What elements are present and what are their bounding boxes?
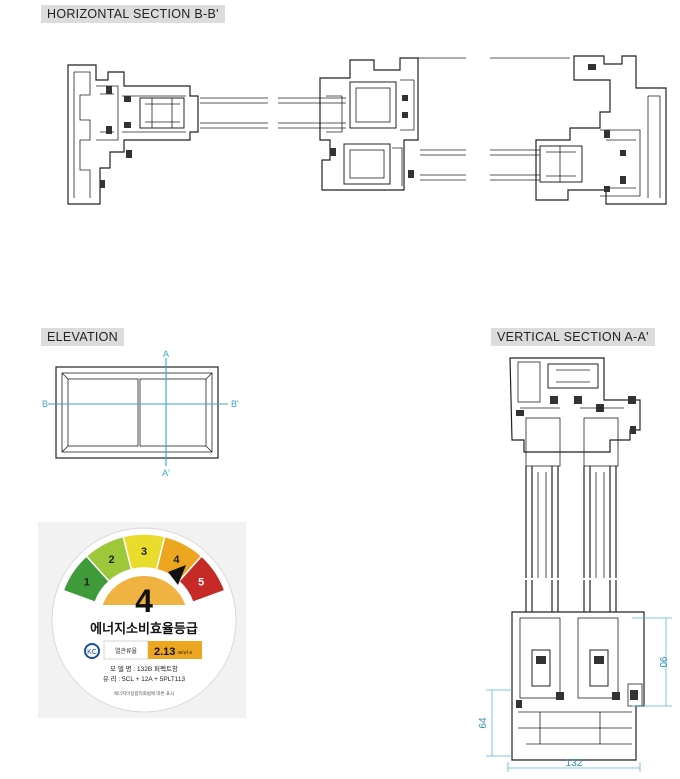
grade-segment-label-5: 5 <box>198 576 204 588</box>
vertical-section-bottom-profile <box>511 580 645 761</box>
metric-unit: W/㎡·K <box>178 649 193 655</box>
elevation-window <box>55 366 219 459</box>
section-mark-a-bottom: A' <box>162 468 170 478</box>
elevation-label: ELEVATION <box>41 328 125 346</box>
energy-label-title: 에너지소비효율등급 <box>90 621 198 636</box>
metric-value-box <box>148 641 202 659</box>
metric-value: 2.13 <box>154 646 175 658</box>
elevation-section-lines <box>48 358 228 466</box>
grade-segment-label-2: 2 <box>109 554 115 566</box>
kc-cert-text: KC <box>87 649 97 656</box>
grade-pointer-icon <box>168 565 186 585</box>
energy-grade-number: 4 <box>135 583 153 619</box>
grade-segment-5 <box>177 555 226 604</box>
vertical-section-dimensions <box>486 617 672 772</box>
model-line: 모 델 명 : 132B 퍼펙트창 <box>110 664 178 673</box>
horizontal-section-label: HORIZONTAL SECTION B-B' <box>41 5 225 23</box>
kc-cert-mark <box>84 643 100 659</box>
dimension-height-lower: 64 <box>478 717 489 729</box>
vertical-section-top-profile <box>509 357 641 578</box>
dimension-width: 132 <box>566 758 583 769</box>
dimension-height-upper: 90 <box>657 656 668 668</box>
glass-line: 유 리 : 5CL + 12A + 5PLT113 <box>103 674 186 683</box>
grade-segment-label-4: 4 <box>173 554 180 566</box>
horizontal-section-right-profile <box>490 55 667 205</box>
vertical-section-label: VERTICAL SECTION A-A' <box>491 328 655 346</box>
horizontal-section-left-profile <box>67 64 268 205</box>
horizontal-section-center-profile <box>278 57 466 191</box>
grade-segment-label-3: 3 <box>141 546 147 558</box>
section-mark-b-right: B' <box>231 399 239 409</box>
grade-segment-label-1: 1 <box>84 576 90 588</box>
section-mark-b-left: B <box>42 399 48 409</box>
section-mark-a-top: A <box>163 349 169 359</box>
energy-grade-arc: 1 2 3 4 5 <box>62 533 226 605</box>
energy-label-footer: 에너지이용합리화법에 따른 표시 <box>114 690 174 697</box>
grade-highlight <box>102 576 186 605</box>
metric-label: 열관류율 <box>115 647 138 655</box>
